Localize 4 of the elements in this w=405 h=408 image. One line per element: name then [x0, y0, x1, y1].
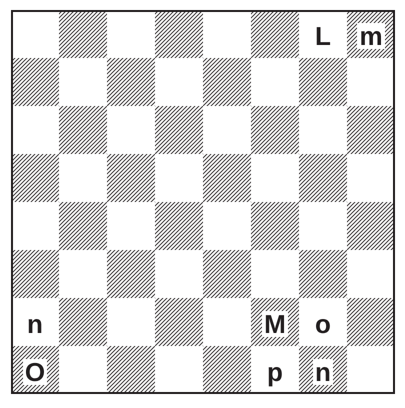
square-letter: n [313, 359, 333, 386]
square-letter: m [357, 23, 385, 50]
square-letter: O [22, 359, 48, 386]
square-letter: M [262, 311, 288, 338]
